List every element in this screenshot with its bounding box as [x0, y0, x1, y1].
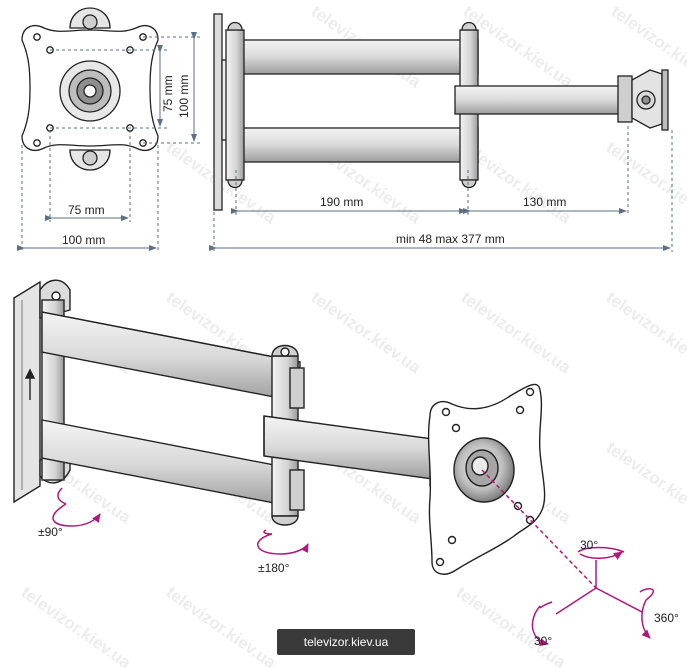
dim-arm-long: 190 mm [320, 195, 363, 209]
vesa-dimensions [17, 32, 200, 252]
watermark: televizor.kiev.ua [603, 288, 687, 378]
dim-plate-inner-horizontal: 75 mm [68, 203, 105, 217]
rotation-spin-label: 360° [654, 611, 679, 625]
bracket-perspective-view [13, 279, 546, 575]
watermark: televizor.kiev.ua [308, 288, 425, 378]
rotation-wall-swivel-label: ±90° [38, 525, 63, 539]
dim-extension-range: min 48 max 377 mm [396, 232, 505, 246]
dim-plate-outer-horizontal: 100 mm [62, 233, 105, 247]
watermark: televizor.kiev.ua [163, 583, 280, 668]
site-badge: televizor.kiev.ua [277, 629, 415, 655]
watermark: televizor.kiev.ua [603, 438, 687, 528]
dim-arm-short: 130 mm [523, 195, 566, 209]
watermark: televizor.kiev.ua [453, 583, 570, 668]
rotation-tilt-top-label: 30° [580, 538, 598, 552]
dim-plate-outer-vertical: 100 mm [177, 75, 191, 118]
vesa-plate-front-view [21, 7, 159, 171]
side-view-dimensions [209, 126, 673, 252]
rotation-tilt-left-label: 30° [534, 634, 552, 648]
dim-plate-inner-vertical: 75 mm [161, 75, 175, 112]
rotation-arm-swivel-label: ±180° [258, 561, 290, 575]
watermark: televizor.kiev.ua [18, 583, 135, 668]
rotation-axes [52, 469, 654, 647]
watermark: televizor.kiev.ua [603, 138, 687, 228]
bracket-side-view [213, 13, 669, 211]
watermark: televizor.kiev.ua [458, 288, 575, 378]
